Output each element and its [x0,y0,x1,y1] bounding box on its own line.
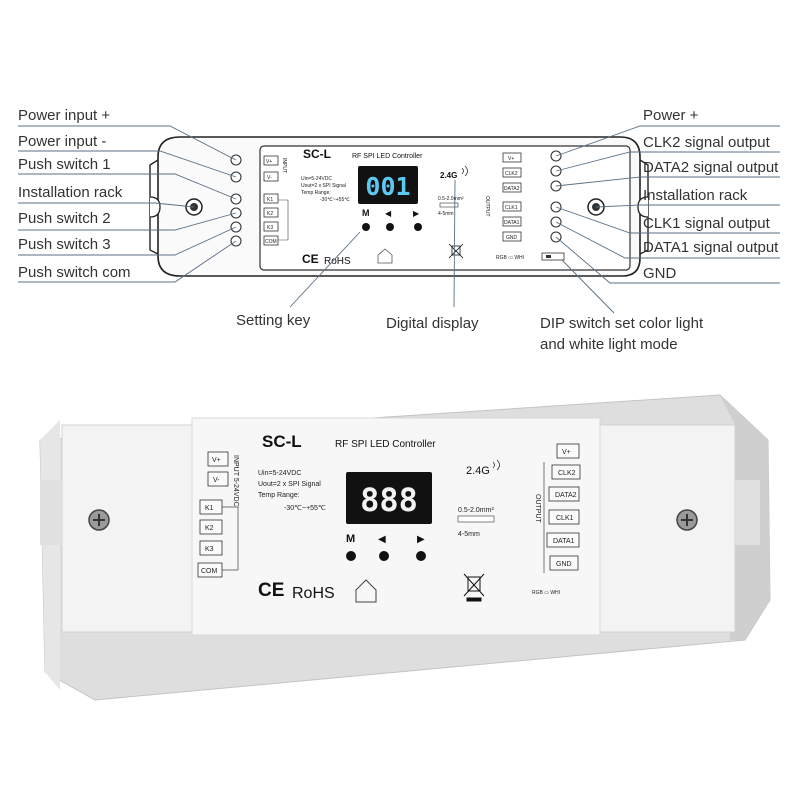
bot-input-label: INPUT 5-24VDC [232,455,239,507]
label-power-input-minus: Power input - [18,133,106,150]
bot-weee-bin-icon [463,573,485,602]
label-clk1: CLK1 signal output [643,215,771,232]
top-in-term-1: V+ [266,159,272,165]
bot-output-label: OUTPUT [534,494,541,524]
top-in-term-5: K3 [267,225,273,231]
bot-in-term-1: V+ [212,457,221,464]
label-data2: DATA2 signal output [643,159,779,176]
bot-digital-display [346,472,432,524]
top-key-m-label: M [362,208,370,218]
top-out-term-5: DATA1 [504,220,520,226]
top-spec-uin: Uin=5-24VDC [301,176,332,182]
bot-rohs: RoHS [292,585,335,602]
bot-model: SC-L [262,432,302,451]
top-ce-mark: CE [302,252,319,266]
bot-dip-label: RGB ▭ WHI [532,590,560,596]
bot-key-m[interactable] [346,551,356,561]
bot-display-digits: 888 [360,481,418,519]
top-in-term-4: K2 [267,211,273,217]
top-out-term-3: DATA2 [504,186,520,192]
label-power-plus: Power + [643,107,699,124]
top-input-label: INPUT [281,158,287,173]
top-spec-uout: Uout=2 x SPI Signal [301,183,346,189]
top-digital-display [358,166,418,204]
bot-out-term-4: CLK1 [556,515,574,522]
top-device: V+ V- K1 K2 K3 COM INPUT V+ CLK2 DATA2 C… [149,136,649,277]
top-out-term-1: V+ [508,156,514,162]
label-clk2: CLK2 signal output [643,134,771,151]
top-band: 2.4G [440,171,457,180]
label-push-switch-2: Push switch 2 [18,210,111,227]
top-in-term-2: V- [267,175,272,181]
top-out-term-2: CLK2 [505,171,518,177]
label-power-input-plus: Power input + [18,107,110,124]
label-installation-rack-left: Installation rack [18,184,123,201]
bottom-device: V+ V- K1 K2 K3 COM INPUT 5-24VDC V+ CLK2… [39,394,771,701]
bot-spec-temp-range: -30℃~+55℃ [284,505,326,512]
bot-out-term-6: GND [556,561,572,568]
top-dip-switch[interactable] [541,252,565,261]
label-dip-switch-1: DIP switch set color light [540,315,704,332]
bottom-labels: Setting key Digital display DIP switch s… [236,312,704,353]
weee-bin-icon [448,243,464,259]
leader-lines [18,125,780,314]
top-spec-temp: Temp Range: [301,190,331,196]
top-key-right[interactable] [414,223,422,231]
bot-product: RF SPI LED Controller [335,439,436,450]
label-dip-switch-2: and white light mode [540,336,678,353]
bot-in-term-6: COM [201,568,218,575]
top-strip-len: 4-5mm [438,211,454,217]
top-in-term-6: COM [265,239,277,245]
bot-spec-temp: Temp Range: [258,492,300,499]
top-key-left[interactable] [386,223,394,231]
bot-ce-mark: CE [258,580,284,601]
top-spec-temp-range: -30℃~+55℃ [320,197,350,203]
home-icon [377,248,393,264]
bot-key-right-label: ▶ [417,534,425,545]
bot-key-right[interactable] [416,551,426,561]
top-out-term-6: GND [506,235,518,241]
top-in-term-3: K1 [267,197,273,203]
bot-strip-len: 4-5mm [458,531,480,538]
bot-spec-uin: Uin=5-24VDC [258,470,301,477]
top-rohs: RoHS [324,256,351,267]
bot-key-m-label: M [346,533,355,545]
bot-in-term-3: K1 [205,505,214,512]
right-labels: Power + CLK2 signal output DATA2 signal … [643,107,779,282]
label-setting-key: Setting key [236,312,311,329]
wireless-icon [492,459,500,471]
bot-out-term-1: V+ [562,449,571,456]
left-labels: Power input + Power input - Push switch … [18,107,131,281]
label-installation-rack-right: Installation rack [643,187,748,204]
top-out-term-4: CLK1 [505,205,518,211]
bot-wire-gauge: 0.5-2.0mm² [458,507,494,514]
bot-key-left-label: ◀ [378,534,386,545]
bot-in-term-5: K3 [205,546,214,553]
label-push-switch-com: Push switch com [18,264,131,281]
top-key-right-label: ▶ [413,209,420,218]
bot-in-term-2: V- [213,477,220,484]
top-output-label: OUTPUT [484,196,490,217]
label-push-switch-3: Push switch 3 [18,236,111,253]
bot-out-term-5: DATA1 [553,538,575,545]
top-key-left-label: ◀ [385,209,392,218]
top-key-m[interactable] [362,223,370,231]
bot-out-term-3: DATA2 [555,492,577,499]
bot-spec-uout: Uout=2 x SPI Signal [258,481,321,488]
top-dip-label: RGB ▭ WHI [496,255,524,261]
label-gnd: GND [643,265,677,282]
label-push-switch-1: Push switch 1 [18,156,111,173]
bot-out-term-2: CLK2 [558,470,576,477]
label-digital-display: Digital display [386,315,479,332]
top-wire-gauge: 0.5-2.0mm² [438,196,464,202]
top-product: RF SPI LED Controller [352,153,423,160]
bot-band: 2.4G [466,465,490,477]
top-model: SC-L [303,147,331,161]
bot-key-left[interactable] [379,551,389,561]
top-display-digits: 001 [365,172,410,201]
bot-in-term-4: K2 [205,525,214,532]
bot-home-icon [355,579,377,603]
label-data1: DATA1 signal output [643,239,779,256]
